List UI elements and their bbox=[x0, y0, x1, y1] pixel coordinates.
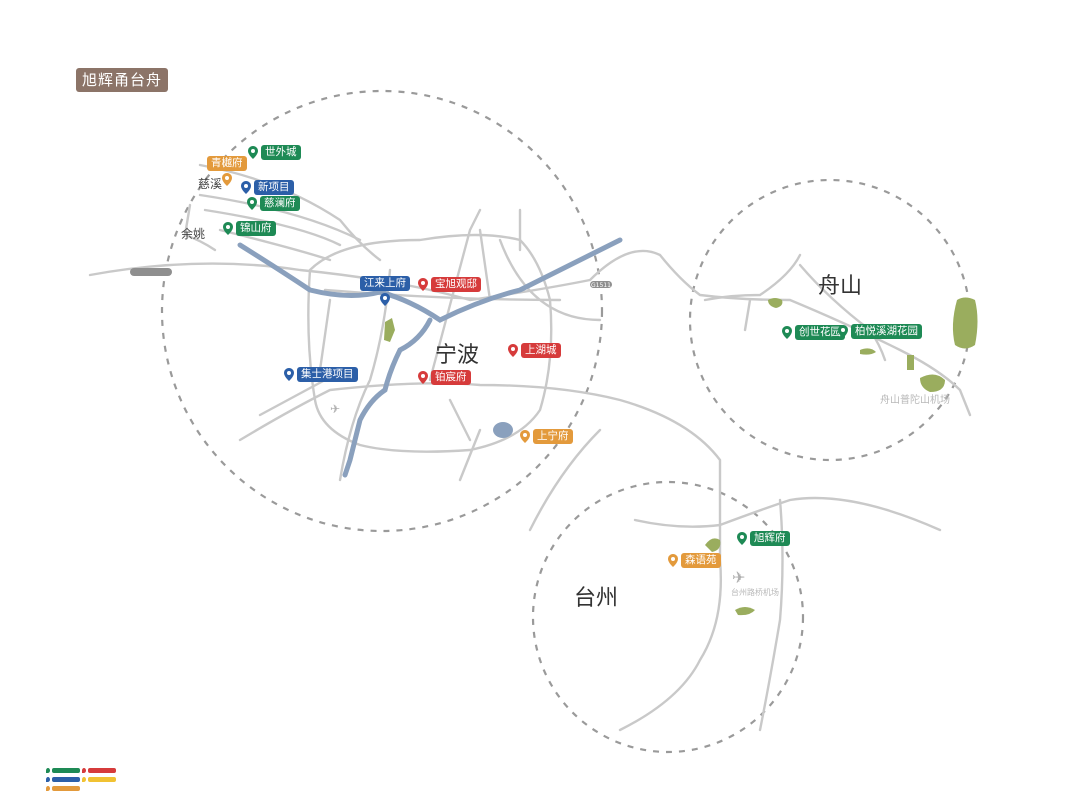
project-pin[interactable]: 世外城 bbox=[248, 145, 301, 160]
airplane-icon: ✈ bbox=[330, 402, 340, 416]
legend-swatch bbox=[88, 768, 116, 773]
project-pin[interactable]: 慈澜府 bbox=[247, 196, 300, 211]
project-pin[interactable]: 柏悦溪湖花园 bbox=[838, 324, 922, 339]
map-pin-icon bbox=[223, 222, 233, 235]
highway-shield bbox=[130, 268, 172, 276]
project-pin[interactable]: 新项目 bbox=[241, 180, 294, 195]
project-label: 世外城 bbox=[261, 145, 301, 160]
map-pin-icon bbox=[520, 430, 530, 443]
project-label: 上宁府 bbox=[533, 429, 573, 444]
map-pin-icon bbox=[508, 344, 518, 357]
project-label: 青樾府 bbox=[207, 156, 247, 171]
legend-swatch bbox=[52, 777, 80, 782]
project-pin[interactable]: 江来上府 bbox=[360, 276, 410, 306]
legend-item-orange bbox=[46, 786, 80, 791]
city-label-ningbo: 宁波 bbox=[435, 343, 480, 368]
lake bbox=[493, 422, 513, 438]
taizhou-region-circle bbox=[531, 480, 805, 754]
project-label: 慈澜府 bbox=[260, 196, 300, 211]
pin-icon bbox=[46, 786, 50, 791]
legend-item-green bbox=[46, 768, 80, 773]
ningbo-region-circle bbox=[160, 89, 604, 533]
project-label: 集士港项目 bbox=[297, 367, 358, 382]
map-pin-icon bbox=[418, 278, 428, 291]
legend-item-red bbox=[82, 768, 116, 773]
parks bbox=[384, 297, 978, 616]
map-pin-icon bbox=[241, 181, 251, 194]
pin-icon bbox=[46, 768, 50, 773]
project-label: 宝旭观邸 bbox=[431, 277, 481, 292]
zhoushan-region-circle bbox=[688, 178, 972, 462]
project-label: 创世花园 bbox=[795, 325, 845, 340]
map-pin-icon bbox=[284, 368, 294, 381]
project-label: 上湖城 bbox=[521, 343, 561, 358]
map-pin-icon bbox=[782, 326, 792, 339]
airport-label-taizhou: 台州路桥机场 bbox=[731, 588, 779, 597]
project-pin[interactable]: 创世花园 bbox=[782, 325, 845, 340]
map-pin-icon bbox=[838, 325, 848, 338]
pin-icon bbox=[46, 777, 50, 782]
legend-swatch bbox=[88, 777, 116, 782]
legend-item-yellow bbox=[82, 777, 116, 782]
map-pin-icon bbox=[737, 532, 747, 545]
pin-icon bbox=[82, 777, 86, 782]
project-label: 柏悦溪湖花园 bbox=[851, 324, 922, 339]
project-pin[interactable]: 旭辉府 bbox=[737, 531, 790, 546]
city-label-taizhou: 台州 bbox=[574, 586, 619, 611]
project-pin[interactable]: 锦山府 bbox=[223, 221, 276, 236]
project-pin[interactable]: 森语苑 bbox=[668, 553, 721, 568]
map-pin-icon bbox=[668, 554, 678, 567]
project-label: 旭辉府 bbox=[750, 531, 790, 546]
map-pin-icon bbox=[248, 146, 258, 159]
road-network bbox=[88, 163, 972, 732]
project-pin[interactable]: 上湖城 bbox=[508, 343, 561, 358]
legend-swatch bbox=[52, 768, 80, 773]
town-label-yuyao: 余姚 bbox=[181, 227, 206, 241]
project-label: 锦山府 bbox=[236, 221, 276, 236]
river bbox=[237, 237, 623, 478]
map-pin-icon bbox=[247, 197, 257, 210]
project-label: 铂宸府 bbox=[431, 370, 471, 385]
project-label: 森语苑 bbox=[681, 553, 721, 568]
project-pin[interactable]: 上宁府 bbox=[520, 429, 573, 444]
airport-label-zhoushan: 舟山普陀山机场 bbox=[880, 395, 950, 406]
project-label: 新项目 bbox=[254, 180, 294, 195]
airplane-icon: ✈ bbox=[732, 568, 745, 587]
project-pin[interactable]: 青樾府 bbox=[207, 156, 247, 186]
map-pin-icon bbox=[221, 173, 232, 186]
g1511-label: G1511 bbox=[591, 282, 611, 289]
project-label: 江来上府 bbox=[360, 276, 410, 291]
pin-icon bbox=[82, 768, 86, 773]
town-label-cixi: 慈溪 bbox=[198, 177, 223, 191]
map-pin-icon bbox=[380, 293, 390, 306]
page-title: 旭辉甬台舟 bbox=[76, 68, 169, 92]
project-pin[interactable]: 宝旭观邸 bbox=[418, 277, 481, 292]
city-label-zhoushan: 舟山 bbox=[818, 274, 863, 299]
legend-swatch bbox=[52, 786, 80, 791]
legend-item-blue bbox=[46, 777, 80, 782]
map-pin-icon bbox=[418, 371, 428, 384]
g1511-road-shield: G1511 bbox=[590, 281, 612, 289]
project-pin[interactable]: 铂宸府 bbox=[418, 370, 471, 385]
project-pin[interactable]: 集士港项目 bbox=[284, 367, 358, 382]
